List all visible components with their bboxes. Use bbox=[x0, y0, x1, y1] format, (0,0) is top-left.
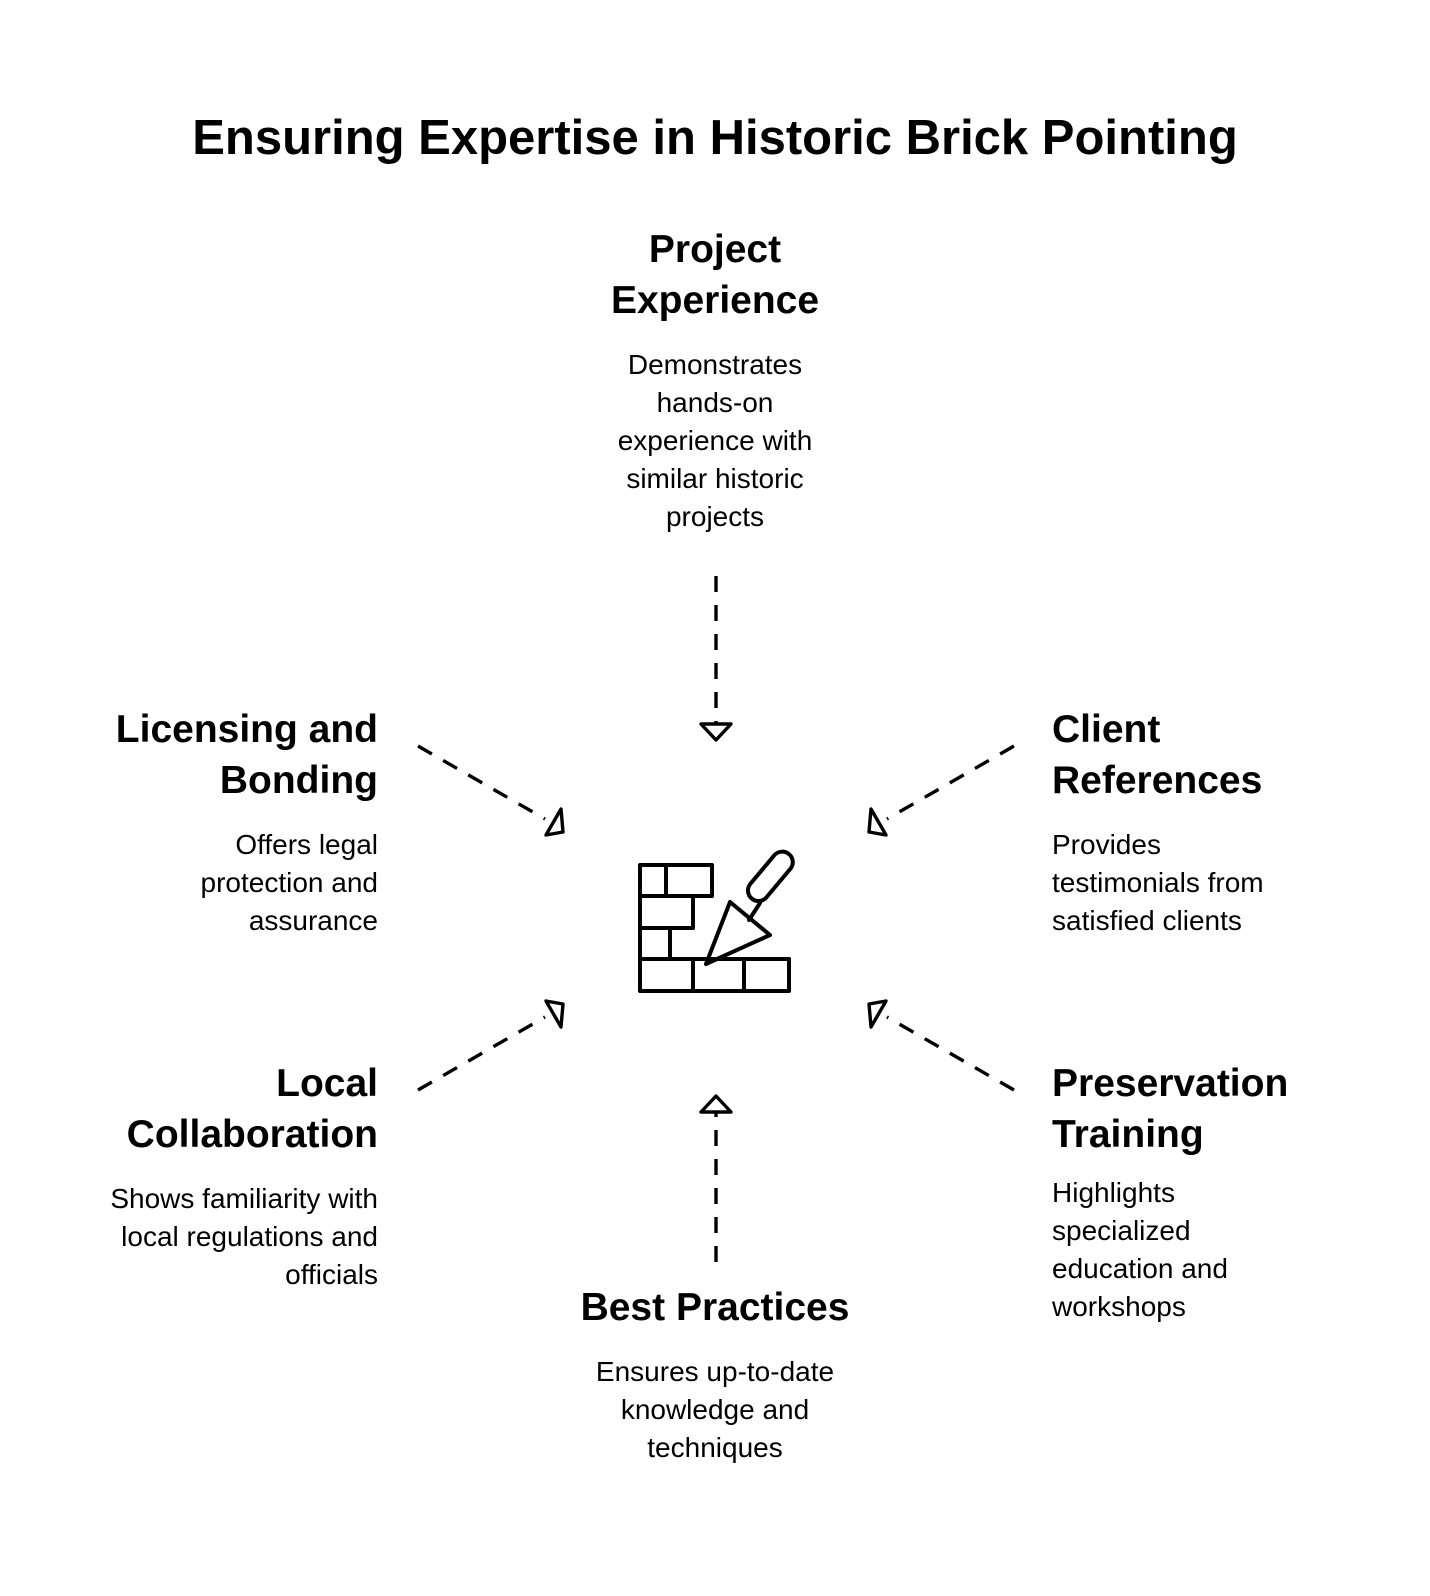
arrow-from-preservation-training bbox=[867, 999, 1015, 1092]
node-heading: Client References bbox=[1052, 708, 1263, 802]
node-heading: Preservation Training bbox=[1052, 1062, 1289, 1156]
node-heading: Licensing and Bonding bbox=[115, 708, 378, 802]
arrow-from-licensing-and-bonding bbox=[417, 744, 565, 837]
node-project-experience: Project Experience Demonstrates hands-on… bbox=[560, 224, 870, 536]
node-best-practices: Best Practices Ensures up-to-date knowle… bbox=[545, 1282, 885, 1467]
brick-wall-trowel-icon bbox=[638, 849, 795, 993]
arrow-from-project-experience bbox=[699, 576, 733, 742]
node-description: Provides testimonials from satisfied cli… bbox=[1052, 829, 1264, 936]
node-client-references: Client References Provides testimonials … bbox=[1052, 704, 1382, 940]
node-description: Shows familiarity with local regulations… bbox=[110, 1183, 378, 1290]
node-description: Highlights specialized education and wor… bbox=[1052, 1177, 1228, 1322]
node-preservation-training: Preservation Training Highlights special… bbox=[1052, 1058, 1392, 1326]
node-heading: Project Experience bbox=[610, 228, 820, 322]
node-description: Ensures up-to-date knowledge and techniq… bbox=[595, 1356, 835, 1463]
node-heading: Best Practices bbox=[580, 1286, 850, 1329]
diagram-title: Ensuring Expertise in Historic Brick Poi… bbox=[192, 111, 1238, 165]
node-description: Demonstrates hands-on experience with si… bbox=[617, 349, 813, 532]
node-local-collaboration: Local Collaboration Shows familiarity wi… bbox=[40, 1058, 378, 1294]
arrow-from-client-references bbox=[867, 744, 1015, 837]
arrow-from-local-collaboration bbox=[417, 999, 565, 1092]
arrow-from-best-practices bbox=[699, 1094, 733, 1262]
node-heading: Local Collaboration bbox=[126, 1062, 378, 1156]
node-description: Offers legal protection and assurance bbox=[200, 829, 378, 936]
node-licensing-and-bonding: Licensing and Bonding Offers legal prote… bbox=[60, 704, 378, 940]
